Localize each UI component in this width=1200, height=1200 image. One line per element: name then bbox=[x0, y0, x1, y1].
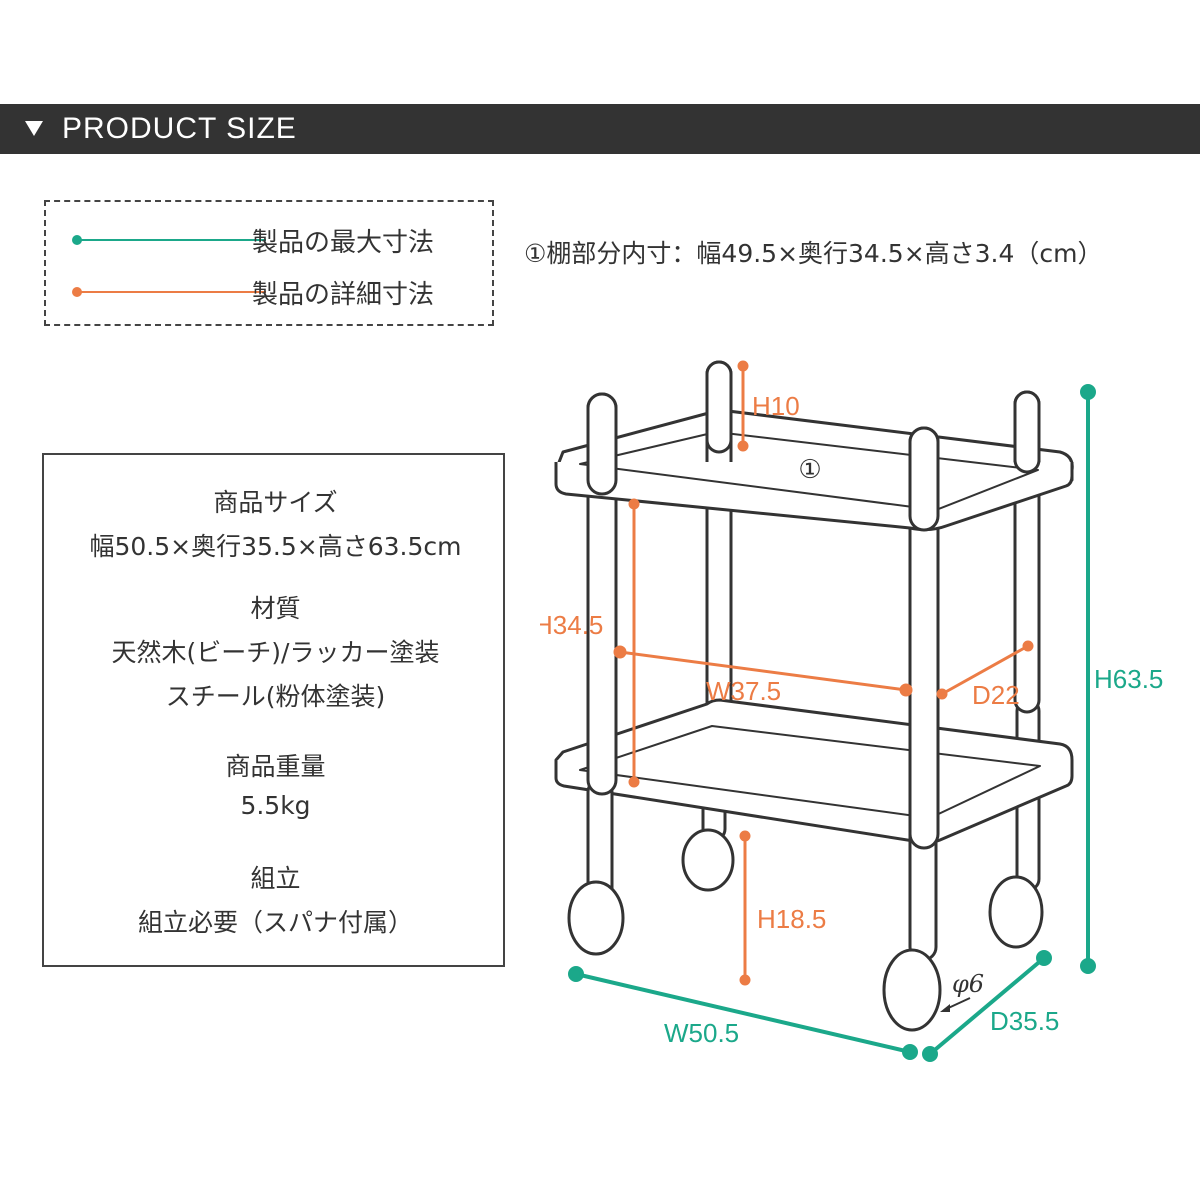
dim-dot bbox=[739, 830, 751, 842]
legend-label-detail: 製品の詳細寸法 bbox=[252, 280, 435, 310]
dim-dot bbox=[902, 1044, 918, 1060]
detail-dimensions bbox=[613, 360, 1034, 986]
phi6-arrowhead bbox=[940, 1004, 950, 1012]
dim-dot bbox=[1022, 640, 1034, 652]
legend-line-orange bbox=[76, 291, 266, 293]
label-w37-5: W37.5 bbox=[706, 676, 781, 706]
dim-dot bbox=[568, 966, 584, 982]
dim-dot bbox=[739, 974, 751, 986]
dim-line-w37-5 bbox=[619, 650, 907, 692]
dim-dot bbox=[628, 776, 640, 788]
spec-box: 商品サイズ 幅50.5×奥行35.5×高さ63.5cm 材質 天然木(ビーチ)/… bbox=[42, 453, 505, 967]
section-title: PRODUCT SIZE bbox=[62, 112, 297, 145]
legend: 製品の最大寸法 製品の詳細寸法 bbox=[44, 200, 494, 326]
legend-dot-orange bbox=[72, 287, 82, 297]
spec-material-line1: 天然木(ビーチ)/ラッカー塗装 bbox=[111, 638, 440, 667]
caster-front-left bbox=[567, 778, 625, 956]
legend-item-detail: 製品の詳細寸法 bbox=[46, 272, 496, 312]
spec-size-heading: 商品サイズ bbox=[213, 488, 338, 517]
label-h63-5: H63.5 bbox=[1094, 664, 1163, 694]
dim-line-d22 bbox=[941, 644, 1029, 696]
legend-dot-green bbox=[72, 235, 82, 245]
legend-label-max: 製品の最大寸法 bbox=[252, 228, 435, 258]
dim-dot bbox=[613, 645, 627, 659]
legend-item-max: 製品の最大寸法 bbox=[46, 220, 496, 260]
label-h18-5: H18.5 bbox=[757, 904, 826, 934]
spec-material-line2: スチール(粉体塗装) bbox=[165, 682, 386, 711]
label-d35-5: D35.5 bbox=[990, 1006, 1059, 1036]
label-d22: D22 bbox=[972, 680, 1020, 710]
dim-dot bbox=[899, 683, 913, 697]
max-dimensions bbox=[568, 384, 1096, 1062]
dim-line-d35-5 bbox=[928, 956, 1046, 1056]
dim-dot bbox=[1036, 950, 1052, 966]
label-h34-5: H34.5 bbox=[540, 610, 603, 640]
caster-front-right bbox=[882, 818, 942, 1032]
dim-dot bbox=[737, 360, 749, 372]
dim-dot bbox=[1080, 384, 1096, 400]
label-phi6: φ6 bbox=[952, 970, 984, 998]
dim-line-w50-5 bbox=[575, 972, 911, 1054]
shelf-inner-size-note: ①棚部分内寸：幅49.5×奥行34.5×高さ3.4（cm） bbox=[524, 239, 1103, 268]
label-w50-5: W50.5 bbox=[664, 1018, 739, 1048]
spec-size-value: 幅50.5×奥行35.5×高さ63.5cm bbox=[89, 532, 462, 561]
cart-diagram: H10 ① H34.5 W37.5 D22 H63.5 H18.5 φ6 W50… bbox=[540, 360, 1163, 1062]
section-header: PRODUCT SIZE bbox=[0, 104, 1200, 154]
spec-assembly-heading: 組立 bbox=[250, 864, 301, 893]
dim-dot bbox=[1080, 958, 1096, 974]
legend-line-green bbox=[76, 239, 266, 241]
spec-material-heading: 材質 bbox=[250, 594, 301, 623]
dim-dot bbox=[936, 688, 948, 700]
label-h10: H10 bbox=[752, 391, 800, 421]
label-shelf-marker: ① bbox=[798, 455, 821, 485]
triangle-down-icon bbox=[25, 121, 43, 136]
spec-weight-heading: 商品重量 bbox=[225, 752, 326, 781]
dim-dot bbox=[922, 1046, 938, 1062]
dim-dot bbox=[737, 440, 749, 452]
spec-assembly-value: 組立必要（スパナ付属） bbox=[137, 908, 413, 937]
dim-dot bbox=[628, 498, 640, 510]
spec-weight-value: 5.5kg bbox=[240, 791, 311, 820]
